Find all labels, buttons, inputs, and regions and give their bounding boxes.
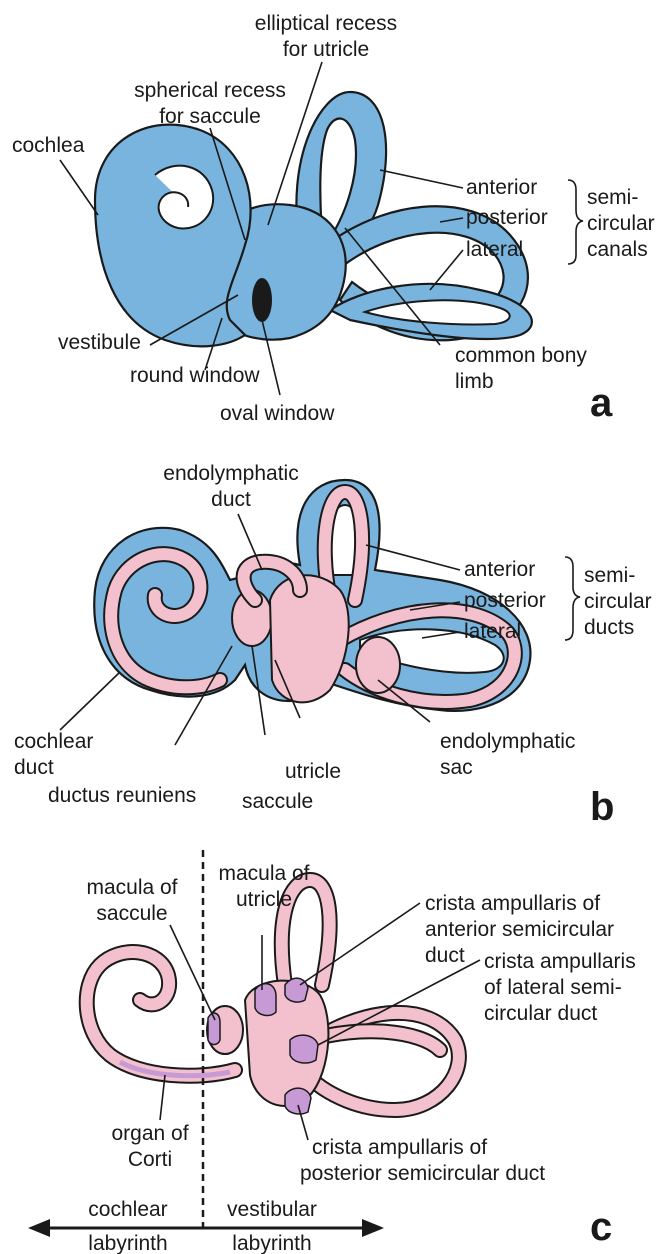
label-posterior-duct: posterior (464, 589, 546, 612)
label-cochlear-labyrinth-line2: labyrinth (88, 1232, 167, 1254)
label-endolymphatic-duct-line1: endolymphatic (163, 462, 298, 485)
label-round-window: round window (130, 364, 260, 387)
panel-letter-b: b (590, 785, 614, 829)
label-utricle: utricle (285, 760, 341, 783)
label-spherical-recess-line1: spherical recess (134, 79, 286, 102)
label-vestibular-labyrinth-line1: vestibular (227, 1198, 317, 1221)
label-crista-anterior-line2: anterior semicircular (425, 918, 614, 941)
label-common-bony-limb-line2: limb (455, 370, 494, 393)
label-cochlear-duct-line2: duct (14, 756, 54, 779)
label-cochlear-labyrinth-line1: cochlear (88, 1198, 167, 1221)
label-semicircular-canals-line3: canals (587, 238, 648, 261)
label-crista-anterior-line1: crista ampullaris of (425, 892, 600, 915)
label-organ-corti-line2: Corti (128, 1148, 172, 1171)
label-crista-lateral-line2: of lateral semi- (484, 976, 622, 999)
label-vestibule: vestibule (58, 331, 141, 354)
label-lateral-duct: lateral (464, 620, 521, 643)
panel-b: endolymphatic duct anterior posterior la… (14, 462, 652, 829)
label-macula-saccule-line2: saccule (96, 902, 167, 925)
label-endolymphatic-sac-line2: sac (440, 756, 473, 779)
label-oval-window: oval window (220, 402, 335, 425)
label-crista-anterior-line3: duct (425, 944, 465, 967)
label-cochlea: cochlea (12, 134, 85, 157)
panel-letter-a: a (590, 381, 613, 425)
label-endolymphatic-sac-line1: endolymphatic (440, 730, 575, 753)
label-semicircular-ducts-line3: ducts (584, 616, 634, 639)
label-crista-lateral-line1: crista ampullaris (484, 950, 636, 973)
label-semicircular-ducts-line2: circular (584, 590, 652, 613)
label-lateral-canal: lateral (466, 238, 523, 261)
label-ductus-reuniens: ductus reuniens (48, 784, 196, 807)
label-macula-saccule-line1: macula of (86, 876, 177, 899)
label-crista-posterior-line1: crista ampullaris of (312, 1136, 487, 1159)
label-crista-posterior-line2: posterior semicircular duct (300, 1162, 545, 1185)
label-endolymphatic-duct-line2: duct (211, 488, 251, 511)
label-posterior-canal: posterior (466, 206, 548, 229)
labyrinth-double-arrow (28, 1219, 384, 1237)
label-semicircular-ducts-line1: semi- (584, 564, 635, 587)
label-anterior-duct: anterior (464, 558, 535, 581)
label-cochlear-duct-line1: cochlear (14, 730, 93, 753)
label-saccule: saccule (242, 790, 313, 813)
label-spherical-recess-line2: for saccule (159, 105, 261, 128)
label-crista-lateral-line3: circular duct (484, 1002, 597, 1025)
label-organ-corti-line1: organ of (111, 1122, 188, 1145)
label-anterior-canal: anterior (466, 176, 537, 199)
label-macula-utricle-line1: macula of (218, 862, 309, 885)
panel-a: elliptical recess for utricle spherical … (12, 12, 655, 425)
label-common-bony-limb-line1: common bony (455, 344, 587, 367)
label-vestibular-labyrinth-line2: labyrinth (232, 1232, 311, 1254)
label-elliptical-recess-line1: elliptical recess (255, 12, 397, 35)
label-semicircular-canals-line1: semi- (587, 186, 638, 209)
label-semicircular-canals-line2: circular (587, 212, 655, 235)
label-macula-utricle-line2: utricle (236, 888, 292, 911)
label-elliptical-recess-line2: for utricle (283, 38, 369, 61)
panel-c: macula of saccule macula of utricle cris… (28, 850, 636, 1254)
panel-letter-c: c (590, 1205, 612, 1249)
